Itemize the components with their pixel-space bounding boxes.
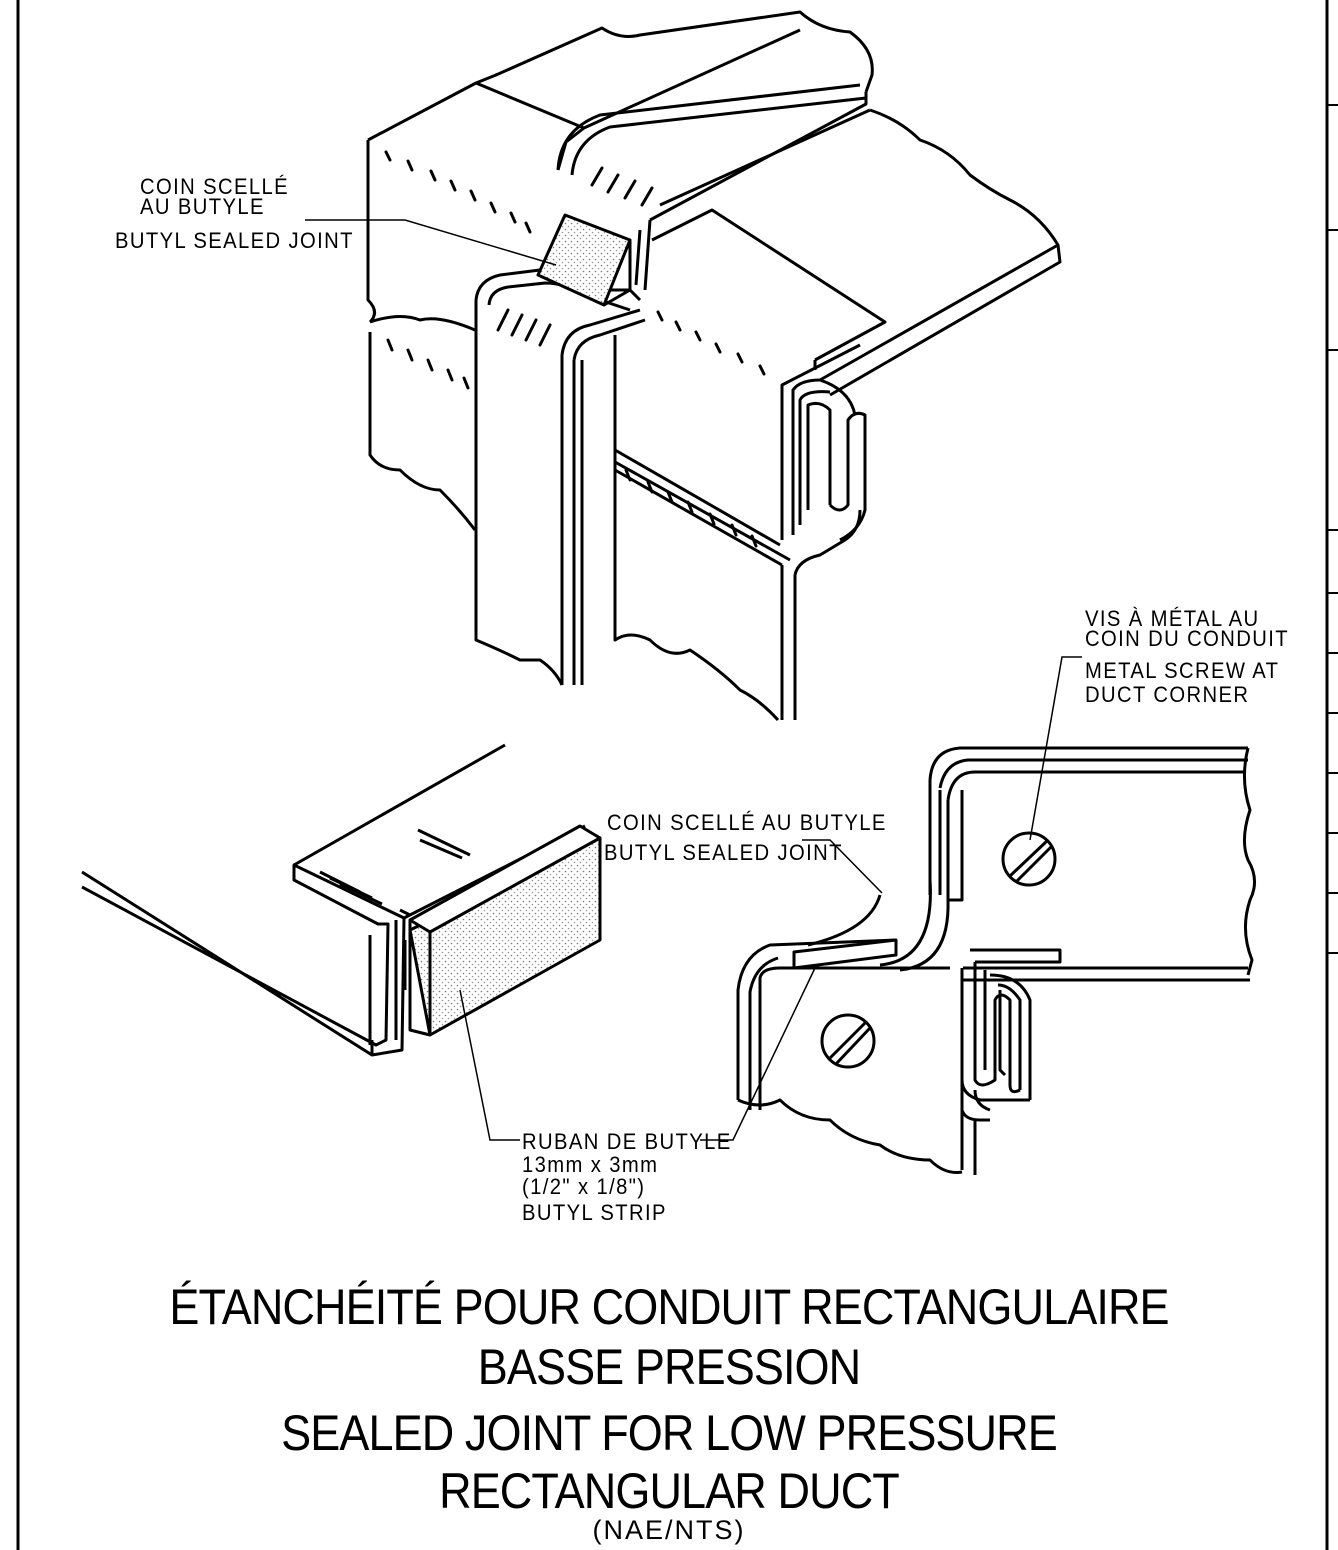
- title-line2: BASSE PRESSION: [477, 1339, 861, 1395]
- label-screw-en-line2: DUCT CORNER: [1085, 682, 1250, 707]
- label-strip-dim-in: (1/2" x 1/8"): [522, 1174, 646, 1199]
- leader-top-butyl: [305, 219, 557, 266]
- butyl-strip-top: [408, 824, 602, 934]
- leader-metal-screw: [1029, 656, 1082, 841]
- leader-butyl-strip: [459, 989, 520, 1141]
- label-top-en: BUTYL SEALED JOINT: [115, 228, 354, 253]
- leader-mid-butyl: [802, 839, 883, 894]
- label-screw-en-line1: METAL SCREW AT: [1085, 658, 1280, 683]
- label-strip-dim-mm: 13mm x 3mm: [522, 1152, 659, 1177]
- label-screw-fr-line1: VIS À MÉTAL AU: [1085, 606, 1260, 631]
- metal-screw-top: [1001, 831, 1057, 887]
- upper-duct-section: [367, 81, 586, 171]
- hatch-ticks: [384, 150, 766, 548]
- title-line4: RECTANGULAR DUCT: [439, 1463, 900, 1519]
- sheet-frame: [16, 0, 1338, 1550]
- label-screw-fr-line2: COIN DU CONDUIT: [1085, 626, 1289, 651]
- cleat-with-butyl-strip: [81, 743, 602, 1057]
- label-strip-en: BUTYL STRIP: [522, 1200, 667, 1225]
- label-top-fr-line2: AU BUTYLE: [140, 194, 265, 219]
- label-mid-fr: COIN SCELLÉ AU BUTYLE: [607, 810, 887, 835]
- leader-lines: [305, 219, 1082, 1141]
- title-line3: SEALED JOINT FOR LOW PRESSURE: [281, 1405, 1058, 1461]
- isometric-duct-joint: [366, 10, 1062, 722]
- label-mid-en: BUTYL SEALED JOINT: [604, 840, 843, 865]
- title-line1: ÉTANCHÉITÉ POUR CONDUIT RECTANGULAIRE: [169, 1279, 1169, 1335]
- label-top-fr-line1: COIN SCELLÉ: [140, 174, 290, 199]
- duct-corner-section: [736, 746, 1256, 1175]
- metal-screw-bottom: [820, 1013, 876, 1069]
- scale-note: (NAE/NTS): [592, 1515, 746, 1545]
- label-strip-fr: RUBAN DE BUTYLE: [522, 1129, 732, 1154]
